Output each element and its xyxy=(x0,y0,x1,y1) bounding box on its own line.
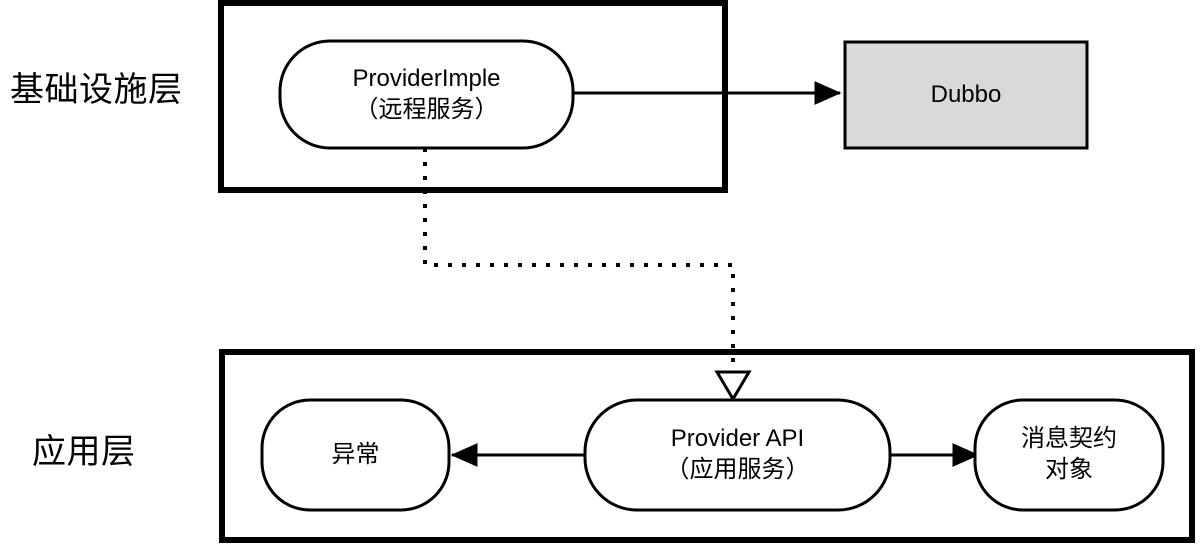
infrastructure-layer-container xyxy=(218,0,728,193)
edge-provider-imple-to-provider-api xyxy=(423,148,735,372)
hollow-triangle-arrowhead xyxy=(714,370,752,402)
node-provider-api[interactable] xyxy=(583,398,892,512)
application-layer-container xyxy=(219,349,1195,543)
application-layer-label: 应用层 xyxy=(32,433,136,471)
node-provider-imple[interactable] xyxy=(278,39,575,150)
node-message-contract[interactable] xyxy=(973,398,1165,512)
node-dubbo[interactable] xyxy=(843,40,1089,150)
node-exception[interactable] xyxy=(260,398,451,512)
infrastructure-layer-label: 基础设施层 xyxy=(10,71,183,109)
